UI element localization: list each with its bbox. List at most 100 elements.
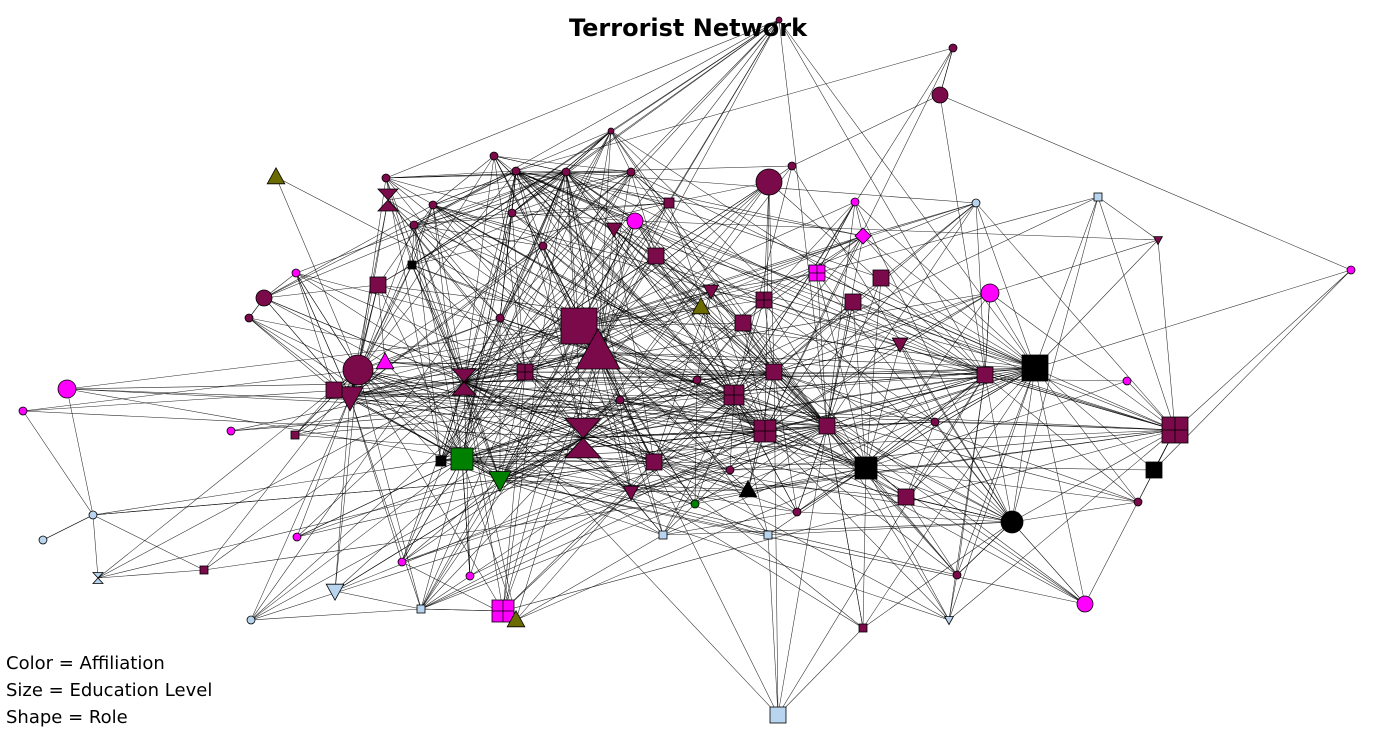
node-square <box>765 363 783 381</box>
network-edge <box>773 371 1086 605</box>
network-edge <box>203 381 465 571</box>
network-edge <box>763 299 986 376</box>
node-circle <box>787 161 797 171</box>
network-edge <box>865 467 1139 503</box>
network-edge <box>1034 269 1352 369</box>
network-edge <box>778 19 1036 369</box>
network-edge <box>764 430 867 469</box>
network-edge <box>250 171 567 621</box>
network-edge <box>463 381 828 427</box>
network-edge <box>499 196 1099 481</box>
network-edge <box>387 199 584 439</box>
network-edge <box>461 458 958 576</box>
network-edge <box>413 224 501 481</box>
network-edge <box>461 351 599 460</box>
network-edge <box>296 458 463 538</box>
network-edge <box>250 437 584 621</box>
network-edge <box>862 202 977 237</box>
network-edge <box>357 245 544 371</box>
network-edge <box>250 371 526 621</box>
network-edge <box>865 467 950 621</box>
network-edge <box>826 421 936 427</box>
network-edge <box>733 235 864 396</box>
network-edge <box>461 458 517 621</box>
network-edge <box>515 170 636 222</box>
network-edge <box>499 479 769 536</box>
network-edge <box>694 379 698 505</box>
network-edge <box>597 351 867 469</box>
network-edge <box>865 421 936 469</box>
network-edge <box>862 521 1013 629</box>
network-edge <box>662 503 696 536</box>
node-square <box>854 456 878 480</box>
node-inverted-triangle <box>336 386 364 412</box>
network-edge <box>865 343 901 469</box>
network-edge <box>934 367 1036 423</box>
network-edge <box>413 224 501 319</box>
node-circle <box>775 16 783 24</box>
node-square <box>325 381 343 399</box>
network-edge <box>461 458 769 536</box>
network-edge <box>411 19 780 266</box>
network-edge <box>597 202 977 353</box>
network-edge <box>461 458 950 621</box>
node-square <box>818 417 836 435</box>
network-edge <box>413 170 517 226</box>
network-edge <box>653 272 818 463</box>
node-circle <box>690 499 700 509</box>
network-edge <box>515 130 612 172</box>
network-edge <box>773 371 986 376</box>
network-edge <box>420 430 766 610</box>
network-edge <box>582 430 766 439</box>
network-edge <box>515 170 567 173</box>
network-edge <box>515 467 867 621</box>
node-hourglass <box>451 368 477 396</box>
network-edge <box>729 429 1176 471</box>
node-circle <box>1122 376 1132 386</box>
network-edge <box>432 204 655 463</box>
network-edge <box>634 220 702 308</box>
network-edge <box>565 171 936 423</box>
network-edge <box>349 171 632 398</box>
network-edge <box>565 171 882 279</box>
network-edge <box>515 170 657 257</box>
network-edge <box>696 299 765 381</box>
network-edge <box>357 317 501 371</box>
network-edge <box>634 220 1159 241</box>
network-edge <box>357 369 632 493</box>
network-edge <box>700 306 735 396</box>
network-edge <box>619 399 867 469</box>
network-edge <box>763 201 856 301</box>
node-circle <box>692 375 702 385</box>
network-edge <box>248 317 359 371</box>
network-edge <box>613 228 735 396</box>
node-circle <box>1133 497 1143 507</box>
network-edge <box>499 19 780 481</box>
network-edge <box>653 461 749 491</box>
network-edge <box>357 369 769 536</box>
network-edge <box>862 235 1036 369</box>
network-edge <box>334 590 422 610</box>
network-edge <box>411 264 828 427</box>
node-circle <box>511 166 521 176</box>
network-edge <box>499 171 567 319</box>
network-edge <box>384 317 501 363</box>
network-edge <box>826 202 977 427</box>
node-circle <box>850 197 860 207</box>
network-edge <box>461 458 632 493</box>
network-edge <box>582 374 986 439</box>
network-edge <box>984 374 1139 503</box>
network-edge <box>905 496 1013 523</box>
node-square <box>290 430 300 440</box>
network-edge <box>826 235 864 427</box>
network-edge <box>668 181 770 204</box>
network-edge <box>826 425 1086 605</box>
node-inverted-triangle <box>622 485 640 501</box>
node-square <box>407 260 417 270</box>
network-edge <box>349 396 422 610</box>
network-edge <box>984 374 1013 523</box>
network-edge <box>1157 239 1176 431</box>
network-edge <box>420 479 501 610</box>
network-edge <box>385 177 442 462</box>
node-box <box>491 599 515 623</box>
